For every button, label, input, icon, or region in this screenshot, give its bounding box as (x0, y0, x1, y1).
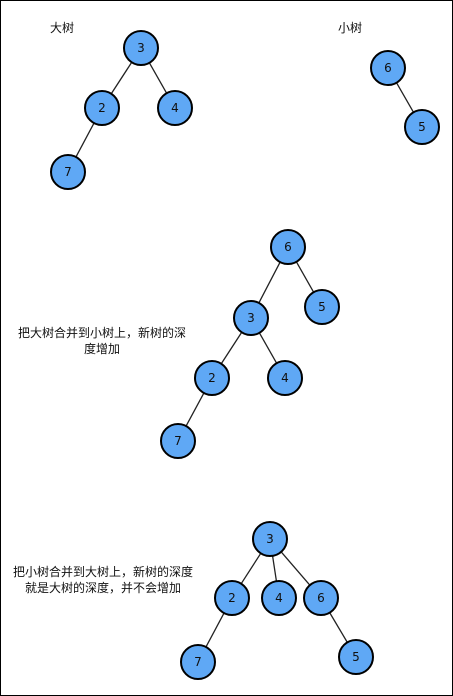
edge-3-4 (271, 555, 278, 582)
node-circle (338, 639, 374, 675)
node-3: 3 (123, 30, 159, 66)
node-label: 5 (418, 120, 426, 134)
node-circle (267, 360, 303, 396)
small-into-big-tree: 3 2 4 6 7 5 (180, 521, 374, 680)
node-label: 3 (247, 311, 255, 325)
big-into-small-caption-line-1: 把大树合并到小树上，新树的深 (17, 326, 186, 340)
edge-6-5 (329, 612, 348, 643)
node-circle (157, 90, 193, 126)
node-circle (214, 580, 250, 616)
edge-3-6 (280, 551, 311, 586)
node-7: 7 (50, 154, 86, 190)
edge-6-3 (258, 261, 281, 304)
node-6: 6 (270, 229, 306, 265)
node-5: 5 (338, 639, 374, 675)
node-label: 2 (208, 371, 216, 385)
node-3: 3 (233, 300, 269, 336)
node-label: 3 (137, 41, 145, 55)
node-7: 7 (160, 423, 196, 459)
node-6: 6 (303, 580, 339, 616)
edge-3-4 (148, 62, 168, 94)
big-into-small-caption-line-2: 度增加 (83, 342, 120, 356)
node-circle (194, 360, 230, 396)
node-5: 5 (304, 289, 340, 325)
node-circle (50, 154, 86, 190)
node-circle (123, 30, 159, 66)
edge-3-2 (110, 61, 133, 95)
node-2: 2 (194, 360, 230, 396)
node-7: 7 (180, 644, 216, 680)
node-circle (303, 580, 339, 616)
node-label: 5 (318, 300, 326, 314)
edge-3-2 (220, 331, 243, 365)
big-tree-tree: 3 2 4 7 (50, 30, 193, 190)
node-label: 4 (171, 101, 179, 115)
node-label: 6 (284, 240, 292, 254)
edge-6-5 (295, 261, 315, 293)
node-circle (160, 423, 196, 459)
node-circle (180, 644, 216, 680)
edge-2-7 (185, 392, 205, 427)
node-circle (304, 289, 340, 325)
node-label: 3 (266, 532, 274, 546)
small-tree-label: 小树 (338, 21, 363, 35)
node-4: 4 (157, 90, 193, 126)
node-2: 2 (84, 90, 120, 126)
small-into-big-caption-line-1: 把小树合并到大树上，新树的深度 (12, 565, 193, 579)
node-circle (270, 229, 306, 265)
edge-2-7 (205, 612, 225, 648)
big-into-small-tree: 6 3 5 2 4 7 (160, 229, 340, 459)
node-circle (84, 90, 120, 126)
node-label: 6 (317, 591, 325, 605)
node-2: 2 (214, 580, 250, 616)
edge-3-4 (258, 332, 278, 364)
node-label: 6 (384, 61, 392, 75)
node-5: 5 (404, 109, 440, 145)
big-into-small-caption: 把大树合并到小树上，新树的深 度增加 (7, 325, 197, 357)
node-circle (404, 109, 440, 145)
node-circle (261, 580, 297, 616)
small-into-big-caption: 把小树合并到大树上，新树的深度 就是大树的深度，并不会增加 (3, 564, 203, 596)
node-circle (370, 50, 406, 86)
node-circle (233, 300, 269, 336)
node-4: 4 (267, 360, 303, 396)
node-4: 4 (261, 580, 297, 616)
node-label: 7 (174, 434, 182, 448)
node-label: 4 (281, 371, 289, 385)
edge-6-5 (395, 82, 415, 113)
edge-3-2 (240, 552, 262, 585)
node-label: 2 (98, 101, 106, 115)
node-circle (252, 521, 288, 557)
node-label: 7 (64, 165, 72, 179)
node-6: 6 (370, 50, 406, 86)
node-label: 7 (194, 655, 202, 669)
node-label: 5 (352, 650, 360, 664)
node-label: 4 (275, 591, 283, 605)
edge-2-7 (75, 122, 95, 158)
small-tree-tree: 65 (370, 50, 440, 145)
big-tree-label: 大树 (50, 21, 75, 35)
node-3: 3 (252, 521, 288, 557)
node-label: 2 (228, 591, 236, 605)
small-into-big-caption-line-2: 就是大树的深度，并不会增加 (24, 581, 181, 595)
